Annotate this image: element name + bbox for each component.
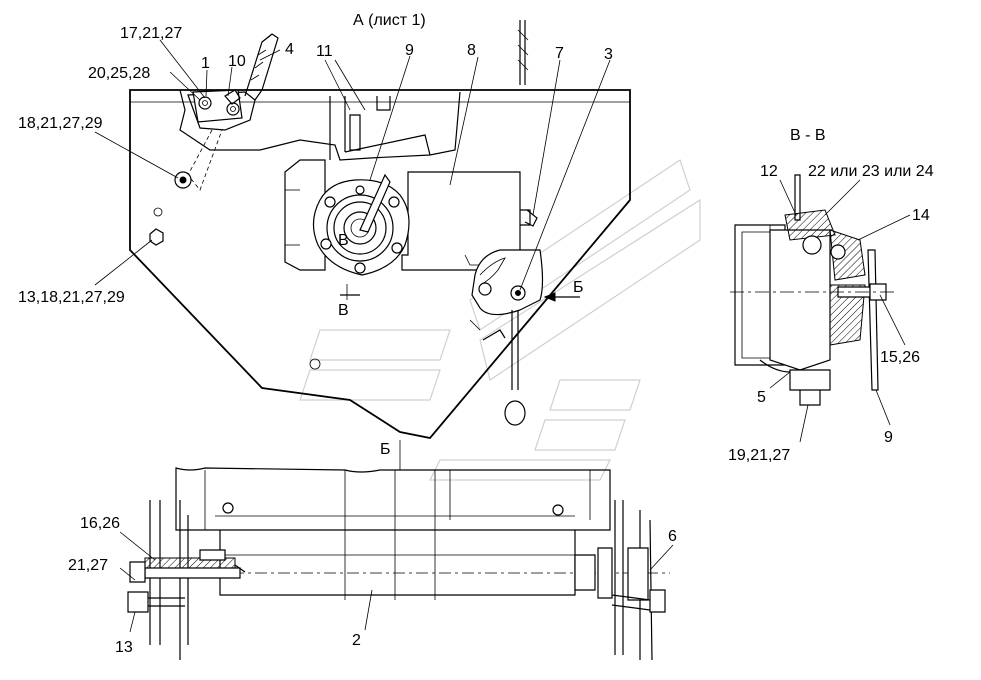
section-mark-v-lower: В	[338, 302, 349, 319]
section-mark-b-lower: Б	[380, 441, 391, 458]
callout-2: 2	[352, 632, 361, 649]
callout-4: 4	[285, 41, 294, 58]
leader-lines	[94, 39, 911, 633]
section-mark-v-upper: В	[338, 232, 349, 249]
section-vv	[730, 174, 895, 406]
callout-12: 12	[760, 163, 778, 180]
watermark-logo	[299, 159, 701, 481]
callout-6: 6	[668, 528, 677, 545]
callout-3: 3	[604, 46, 613, 63]
callout-1: 1	[201, 55, 210, 72]
labels: А (лист 1) 17,21,27 20,25,28 1 10 4 11 9…	[18, 12, 934, 656]
view-b-roller	[127, 467, 670, 661]
callout-20-25-28: 20,25,28	[88, 65, 150, 82]
callout-17-21-27: 17,21,27	[120, 25, 182, 42]
callout-9: 9	[405, 42, 414, 59]
callout-13-18-21-27-29: 13,18,21,27,29	[18, 289, 125, 306]
view-a-title: А (лист 1)	[353, 12, 426, 29]
callout-5: 5	[757, 389, 766, 406]
callout-22-23-24: 22 или 23 или 24	[808, 163, 934, 180]
callout-9-section: 9	[884, 429, 893, 446]
section-vv-title: В - В	[790, 127, 826, 144]
callout-8: 8	[467, 42, 476, 59]
view-a-housing	[129, 20, 631, 470]
callout-18-21-27-29: 18,21,27,29	[18, 115, 103, 132]
callout-16-26: 16,26	[80, 515, 120, 532]
callout-19-21-27: 19,21,27	[728, 447, 790, 464]
section-mark-b-right: Б	[573, 279, 584, 296]
callout-11: 11	[316, 43, 333, 60]
callout-15-26: 15,26	[880, 349, 920, 366]
callout-13: 13	[115, 639, 133, 656]
callout-10: 10	[228, 53, 246, 70]
callout-21-27: 21,27	[68, 557, 108, 574]
callout-7: 7	[555, 45, 564, 62]
callout-14: 14	[912, 207, 930, 224]
